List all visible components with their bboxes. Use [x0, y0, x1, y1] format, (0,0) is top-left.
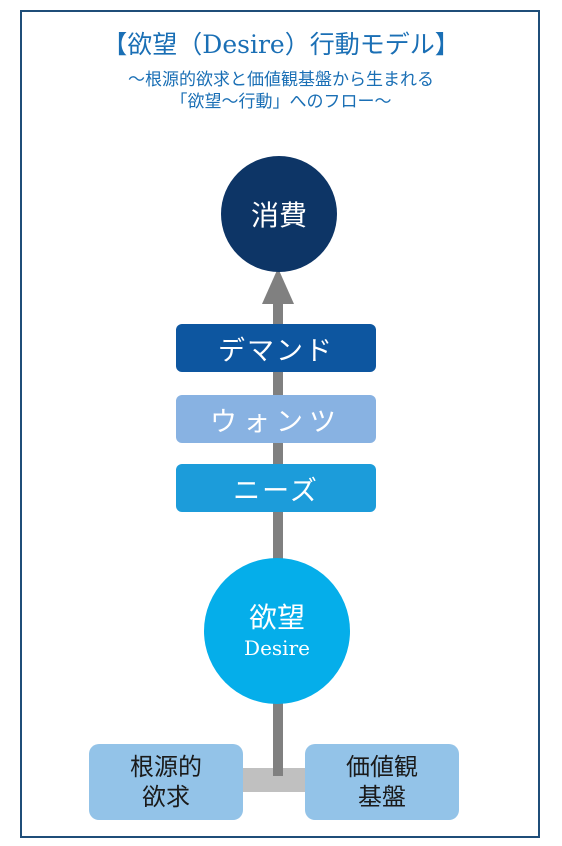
diagram-subtitle-line-1: ～根源的欲求と価値観基盤から生まれる [128, 70, 434, 90]
needs-label: ニーズ [233, 475, 319, 507]
root-desire-label-line-2: 欲求 [142, 783, 190, 811]
consumption-node: 消費 [221, 156, 337, 272]
value-base-node: 価値観 基盤 [305, 744, 459, 820]
value-base-label-line-2: 基盤 [358, 783, 406, 811]
desire-node: 欲望 Desire [204, 558, 350, 704]
diagram-title: 【欲望（Desire）行動モデル】 [102, 30, 460, 59]
value-base-label-line-1: 価値観 [346, 753, 418, 781]
consumption-label: 消費 [250, 199, 307, 232]
demand-node: デマンド [176, 324, 376, 372]
root-desire-label-line-1: 根源的 [130, 753, 202, 781]
flow-arrow-shaft [273, 296, 283, 776]
flow-arrow-head [262, 268, 294, 304]
wants-label: ウォンツ [210, 406, 342, 438]
needs-node: ニーズ [176, 464, 376, 512]
diagram-subtitle-line-2: 「欲望～行動」へのフロー～ [170, 92, 392, 112]
desire-sublabel: Desire [244, 636, 310, 660]
demand-label: デマンド [218, 335, 334, 367]
desire-label: 欲望 [248, 601, 305, 634]
root-desire-node: 根源的 欲求 [89, 744, 243, 820]
wants-node: ウォンツ [176, 395, 376, 443]
diagram-frame [20, 10, 540, 838]
